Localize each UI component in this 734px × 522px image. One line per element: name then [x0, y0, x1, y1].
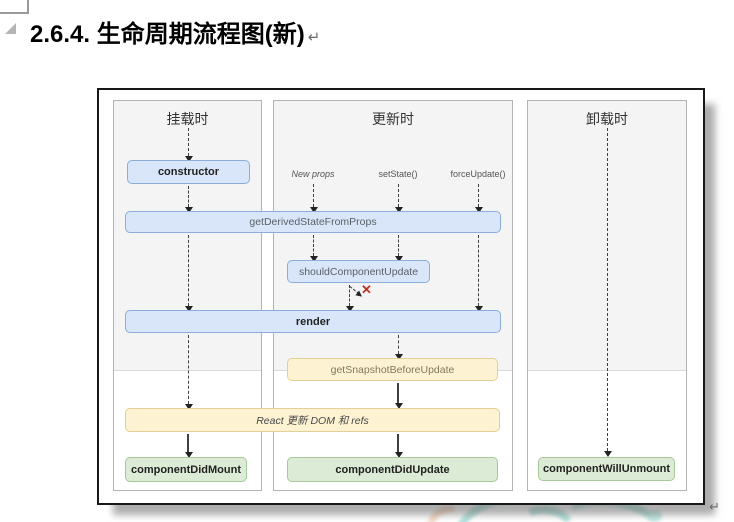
arrow-gdsfp-to-scu-right — [395, 235, 403, 262]
arrow-setstate-to-gdsfp — [395, 184, 403, 213]
arrow-mount-to-constructor — [185, 128, 193, 162]
node-component-will-unmount: componentWillUnmount — [538, 457, 675, 481]
node-should-component-update: shouldComponentUpdate — [287, 260, 430, 283]
trigger-set-state: setState() — [378, 169, 418, 179]
heading-collapse-icon[interactable] — [5, 23, 16, 34]
column-mounting-title: 挂载时 — [166, 111, 209, 127]
arrow-gdsfp-to-scu-left — [310, 235, 318, 262]
lifecycle-diagram-image[interactable]: 挂载时 更新时 卸载时 New props setState() forceUp… — [97, 88, 705, 505]
text-boundary-corner — [0, 0, 29, 14]
reject-x-icon: ✕ — [361, 282, 372, 297]
node-component-did-mount: componentDidMount — [125, 457, 247, 482]
section-heading[interactable]: 2.6.4. 生命周期流程图(新)↵ — [30, 14, 320, 49]
trigger-new-props: New props — [291, 169, 335, 179]
section-heading-text: 2.6.4. 生命周期流程图(新) — [30, 21, 305, 48]
arrow-reactupdate-to-didupdate — [395, 434, 403, 458]
watermark-fragment — [646, 510, 662, 522]
arrow-reactupdate-to-didmount — [185, 434, 193, 458]
column-updating: 更新时 — [273, 100, 513, 491]
trigger-force-update: forceUpdate() — [450, 169, 506, 179]
arrow-snapshot-to-reactupdate — [395, 383, 403, 409]
node-constructor: constructor — [127, 160, 250, 184]
arrow-forceupdate-to-render — [475, 235, 483, 312]
arrow-forceupdate-to-gdsfp — [475, 184, 483, 213]
arrow-constructor-to-gdsfp — [185, 186, 193, 213]
arrow-render-to-reactupdate-mount — [185, 335, 193, 410]
arrow-unmount-to-willunmount — [604, 128, 612, 457]
arrow-newprops-to-gdsfp — [310, 184, 318, 213]
node-component-did-update: componentDidUpdate — [287, 457, 498, 482]
node-react-updates-dom-and-refs: React 更新 DOM 和 refs — [125, 408, 500, 432]
paragraph-mark-after-image: ↵ — [709, 500, 720, 515]
column-updating-title: 更新时 — [372, 111, 414, 127]
arrow-scu-to-render — [346, 285, 354, 312]
node-render: render — [125, 310, 501, 333]
arrow-gdsfp-to-render-mount — [185, 235, 193, 312]
node-get-derived-state-from-props: getDerivedStateFromProps — [125, 211, 501, 233]
node-get-snapshot-before-update: getSnapshotBeforeUpdate — [287, 358, 498, 381]
paragraph-mark-icon: ↵ — [307, 28, 321, 46]
column-unmounting-title: 卸载时 — [586, 111, 628, 127]
arrow-render-to-snapshot — [395, 335, 403, 360]
